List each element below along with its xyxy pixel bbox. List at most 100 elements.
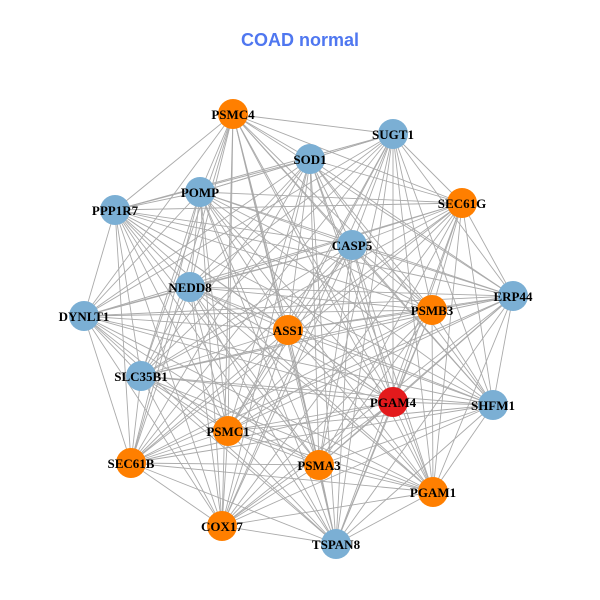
edge-SUGT1-SLC35B1 xyxy=(140,133,394,377)
node-circle[interactable] xyxy=(378,387,408,417)
node-label: PGAM1 xyxy=(410,485,456,500)
node-circle[interactable] xyxy=(185,177,215,207)
node-circle[interactable] xyxy=(213,416,243,446)
edge-SHFM1-TSPAN8 xyxy=(335,404,494,545)
node-circle[interactable] xyxy=(126,361,156,391)
edge-ASS1-SEC61B xyxy=(130,329,289,464)
edge-PPP1R7-SEC61B xyxy=(114,209,132,464)
edge-ASS1-PSMC1 xyxy=(227,329,289,432)
node-circle[interactable] xyxy=(175,272,205,302)
node-SUGT1[interactable]: SUGT1 xyxy=(372,119,414,149)
node-label: ASS1 xyxy=(273,323,303,338)
edge-SEC61B-PSMA3 xyxy=(130,462,320,466)
node-ERP44[interactable]: ERP44 xyxy=(494,281,534,311)
edge-PPP1R7-PSMA3 xyxy=(114,209,320,466)
node-circle[interactable] xyxy=(478,390,508,420)
node-PGAM1[interactable]: PGAM1 xyxy=(410,477,456,507)
edge-PSMC1-SEC61B xyxy=(130,430,229,464)
node-circle[interactable] xyxy=(447,188,477,218)
node-ASS1[interactable]: ASS1 xyxy=(273,315,303,345)
node-TSPAN8[interactable]: TSPAN8 xyxy=(312,529,361,559)
edge-SOD1-NEDD8 xyxy=(189,158,311,288)
node-SEC61G[interactable]: SEC61G xyxy=(438,188,486,218)
node-label: ERP44 xyxy=(494,289,534,304)
node-label: PSMA3 xyxy=(297,458,341,473)
edge-NEDD8-ASS1 xyxy=(189,286,289,331)
node-label: SHFM1 xyxy=(471,398,515,413)
node-circle[interactable] xyxy=(207,511,237,541)
edge-PSMB3-PGAM1 xyxy=(431,309,434,493)
edge-ASS1-PGAM4 xyxy=(287,329,394,403)
edge-PPP1R7-SHFM1 xyxy=(114,209,494,406)
edge-SEC61G-ASS1 xyxy=(287,202,463,331)
node-NEDD8[interactable]: NEDD8 xyxy=(168,272,212,302)
edge-SOD1-TSPAN8 xyxy=(309,158,337,545)
edge-SUGT1-PSMC1 xyxy=(227,133,394,432)
node-circle[interactable] xyxy=(273,315,303,345)
edge-POMP-NEDD8 xyxy=(189,191,201,288)
node-SOD1[interactable]: SOD1 xyxy=(293,144,327,174)
node-DYNLT1[interactable]: DYNLT1 xyxy=(59,301,110,331)
edge-POMP-PSMB3 xyxy=(199,191,433,311)
edge-NEDD8-SLC35B1 xyxy=(140,286,191,377)
node-circle[interactable] xyxy=(69,301,99,331)
node-label: NEDD8 xyxy=(168,280,212,295)
node-label: COX17 xyxy=(201,519,243,534)
edge-CASP5-TSPAN8 xyxy=(335,244,353,545)
node-POMP[interactable]: POMP xyxy=(181,177,219,207)
node-SLC35B1[interactable]: SLC35B1 xyxy=(114,361,168,391)
edge-PGAM4-PSMA3 xyxy=(318,401,394,466)
node-circle[interactable] xyxy=(304,450,334,480)
node-circle[interactable] xyxy=(218,99,248,129)
edge-NEDD8-PSMA3 xyxy=(189,286,320,466)
node-circle[interactable] xyxy=(498,281,528,311)
edge-SOD1-PSMC1 xyxy=(227,158,311,432)
edge-NEDD8-SEC61B xyxy=(130,286,191,464)
node-circle[interactable] xyxy=(378,119,408,149)
figure-title: COAD normal xyxy=(240,30,359,50)
node-SEC61B[interactable]: SEC61B xyxy=(108,448,155,478)
node-circle[interactable] xyxy=(337,230,367,260)
node-COX17[interactable]: COX17 xyxy=(201,511,243,541)
edge-DYNLT1-TSPAN8 xyxy=(83,315,337,545)
edge-ASS1-PGAM1 xyxy=(287,329,434,493)
node-PPP1R7[interactable]: PPP1R7 xyxy=(92,195,139,225)
node-circle[interactable] xyxy=(321,529,351,559)
node-circle[interactable] xyxy=(116,448,146,478)
edge-SEC61G-TSPAN8 xyxy=(335,202,463,545)
edge-ERP44-ASS1 xyxy=(287,295,514,331)
edge-SOD1-POMP xyxy=(199,158,311,193)
node-circle[interactable] xyxy=(295,144,325,174)
node-label: SLC35B1 xyxy=(114,369,167,384)
node-SHFM1[interactable]: SHFM1 xyxy=(471,390,515,420)
edge-PSMB3-COX17 xyxy=(221,309,433,527)
edge-PGAM1-COX17 xyxy=(221,491,434,527)
edge-SOD1-CASP5 xyxy=(309,158,353,246)
node-PSMC1[interactable]: PSMC1 xyxy=(206,416,250,446)
edge-POMP-COX17 xyxy=(199,191,223,527)
edge-NEDD8-SHFM1 xyxy=(189,286,494,406)
node-CASP5[interactable]: CASP5 xyxy=(332,230,373,260)
edge-PPP1R7-NEDD8 xyxy=(114,209,191,288)
node-PSMA3[interactable]: PSMA3 xyxy=(297,450,341,480)
node-circle[interactable] xyxy=(417,295,447,325)
node-PSMC4[interactable]: PSMC4 xyxy=(211,99,255,129)
edge-SUGT1-PPP1R7 xyxy=(114,133,394,211)
node-circle[interactable] xyxy=(100,195,130,225)
node-PGAM4[interactable]: PGAM4 xyxy=(370,387,417,417)
edge-SLC35B1-PGAM1 xyxy=(140,375,434,493)
edge-CASP5-COX17 xyxy=(221,244,353,527)
edge-CASP5-ERP44 xyxy=(351,244,514,297)
node-label: CASP5 xyxy=(332,238,373,253)
node-circle[interactable] xyxy=(418,477,448,507)
edge-SOD1-SHFM1 xyxy=(309,158,494,406)
edge-NEDD8-DYNLT1 xyxy=(83,286,191,317)
edge-DYNLT1-SHFM1 xyxy=(83,315,494,406)
node-label: SOD1 xyxy=(293,152,326,167)
edge-PSMB3-ASS1 xyxy=(287,309,433,331)
node-PSMB3[interactable]: PSMB3 xyxy=(411,295,454,325)
edge-NEDD8-PSMC1 xyxy=(189,286,229,432)
edge-SEC61G-COX17 xyxy=(221,202,463,527)
